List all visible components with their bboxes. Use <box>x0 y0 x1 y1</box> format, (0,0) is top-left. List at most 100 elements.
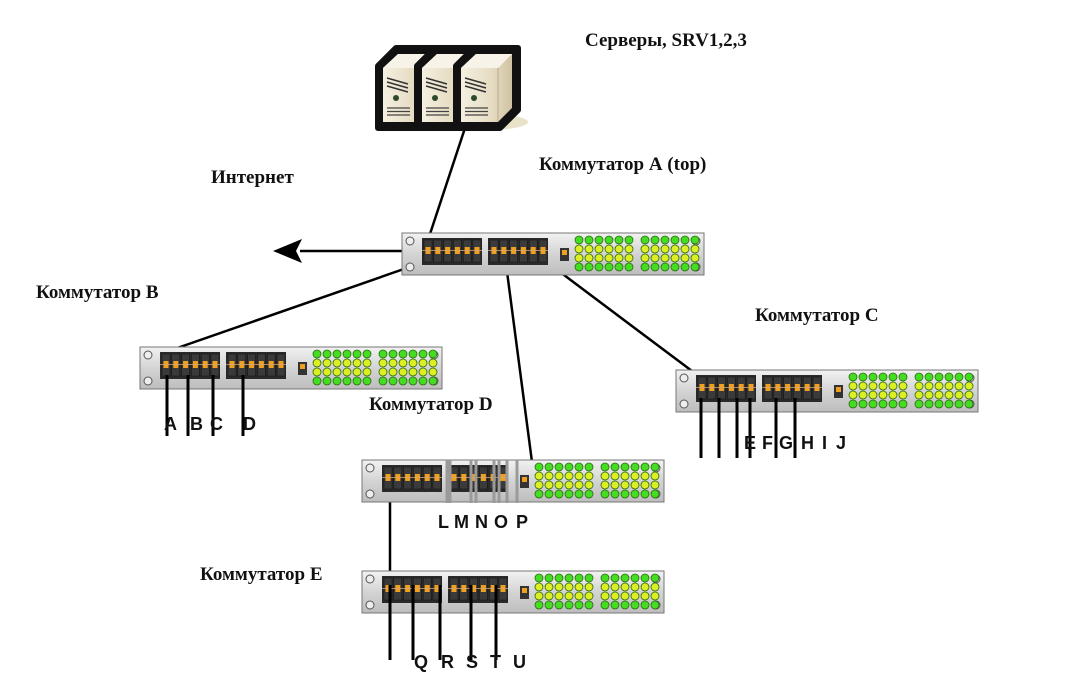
status-led <box>342 349 352 359</box>
status-led <box>624 262 634 272</box>
status-led <box>670 253 680 263</box>
status-led <box>322 376 332 386</box>
status-led <box>934 390 944 400</box>
status-led <box>878 390 888 400</box>
switch-e-label: Коммутатор E <box>200 564 323 585</box>
port-label-m: M <box>454 512 469 532</box>
status-led <box>610 591 620 601</box>
port-label-l: L <box>438 512 449 532</box>
console-light <box>836 387 841 392</box>
status-led <box>964 390 974 400</box>
status-led <box>924 372 934 382</box>
status-led <box>878 399 888 409</box>
status-led <box>640 262 650 272</box>
status-led <box>620 573 630 583</box>
status-led <box>418 367 428 377</box>
status-led <box>670 262 680 272</box>
status-led <box>924 399 934 409</box>
status-led <box>954 390 964 400</box>
status-led <box>408 349 418 359</box>
status-led <box>600 573 610 583</box>
status-led <box>544 489 554 499</box>
status-led <box>868 390 878 400</box>
status-led <box>944 399 954 409</box>
status-led <box>600 462 610 472</box>
status-led <box>312 367 322 377</box>
status-led <box>352 358 362 368</box>
status-led <box>378 349 388 359</box>
status-led <box>640 573 650 583</box>
status-led <box>680 244 690 254</box>
status-led <box>342 376 352 386</box>
status-led <box>914 372 924 382</box>
status-led <box>534 591 544 601</box>
status-led <box>914 399 924 409</box>
port-label-f: F <box>762 433 773 453</box>
status-led <box>332 358 342 368</box>
status-led <box>554 489 564 499</box>
status-led <box>554 480 564 490</box>
link-servers-to-switch-a <box>426 124 468 241</box>
status-led <box>614 262 624 272</box>
status-led <box>650 489 660 499</box>
status-led <box>584 582 594 592</box>
status-led <box>604 253 614 263</box>
switch-d-label: Коммутатор D <box>369 394 493 415</box>
status-led <box>574 253 584 263</box>
status-led <box>428 367 438 377</box>
status-led <box>614 253 624 263</box>
status-led <box>418 358 428 368</box>
status-led <box>408 367 418 377</box>
status-led <box>848 372 858 382</box>
server-top <box>461 54 512 68</box>
status-led <box>640 600 650 610</box>
screw-icon <box>365 600 375 610</box>
link-switch-a-to-c <box>547 262 701 378</box>
status-led <box>640 471 650 481</box>
console-light <box>522 588 527 593</box>
switch-b-icon <box>139 346 443 390</box>
port-label-q: Q <box>414 652 429 672</box>
status-led <box>620 462 630 472</box>
status-led <box>322 358 332 368</box>
server-slot <box>464 85 487 93</box>
status-led <box>848 390 858 400</box>
status-led <box>954 399 964 409</box>
switch-e-icon <box>361 570 665 614</box>
status-led <box>610 480 620 490</box>
status-led <box>610 600 620 610</box>
status-led <box>362 349 372 359</box>
status-led <box>388 349 398 359</box>
status-led <box>342 358 352 368</box>
status-led <box>660 244 670 254</box>
status-led <box>564 582 574 592</box>
status-led <box>924 390 934 400</box>
status-led <box>544 600 554 610</box>
switch-a-icon <box>401 232 705 276</box>
console-light <box>300 364 305 369</box>
status-led <box>670 244 680 254</box>
status-led <box>868 399 878 409</box>
status-led <box>944 381 954 391</box>
status-led <box>564 573 574 583</box>
status-led <box>630 471 640 481</box>
status-led <box>868 381 878 391</box>
status-led <box>898 390 908 400</box>
status-led <box>378 376 388 386</box>
status-led <box>418 376 428 386</box>
status-led <box>868 372 878 382</box>
status-led <box>630 462 640 472</box>
screw-icon <box>365 463 375 473</box>
status-led <box>584 253 594 263</box>
server-slot <box>386 77 409 85</box>
port-label-o: O <box>494 512 509 532</box>
status-led <box>650 480 660 490</box>
status-led <box>584 480 594 490</box>
status-led <box>898 372 908 382</box>
status-led <box>362 358 372 368</box>
status-led <box>640 253 650 263</box>
status-led <box>680 235 690 245</box>
status-led <box>584 262 594 272</box>
switch-b-label: Коммутатор B <box>36 282 159 303</box>
